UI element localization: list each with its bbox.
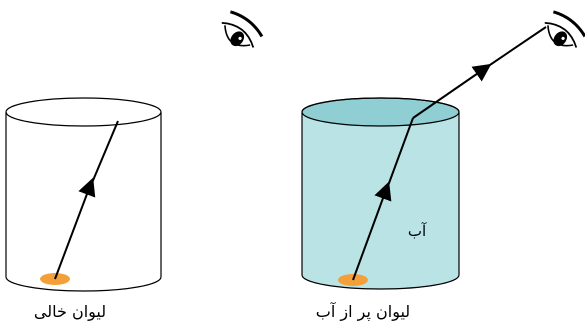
eye-icon: [538, 9, 585, 56]
water-body: [302, 112, 459, 289]
full-glass-label: لیوان پر از آب: [316, 302, 410, 322]
water-label: آب: [408, 222, 427, 240]
eye-icon: [215, 9, 264, 56]
empty-glass-label: لیوان خالی: [34, 302, 106, 322]
refracted-ray: [481, 27, 546, 71]
full-glass: [302, 27, 546, 289]
empty-glass: [6, 98, 161, 291]
